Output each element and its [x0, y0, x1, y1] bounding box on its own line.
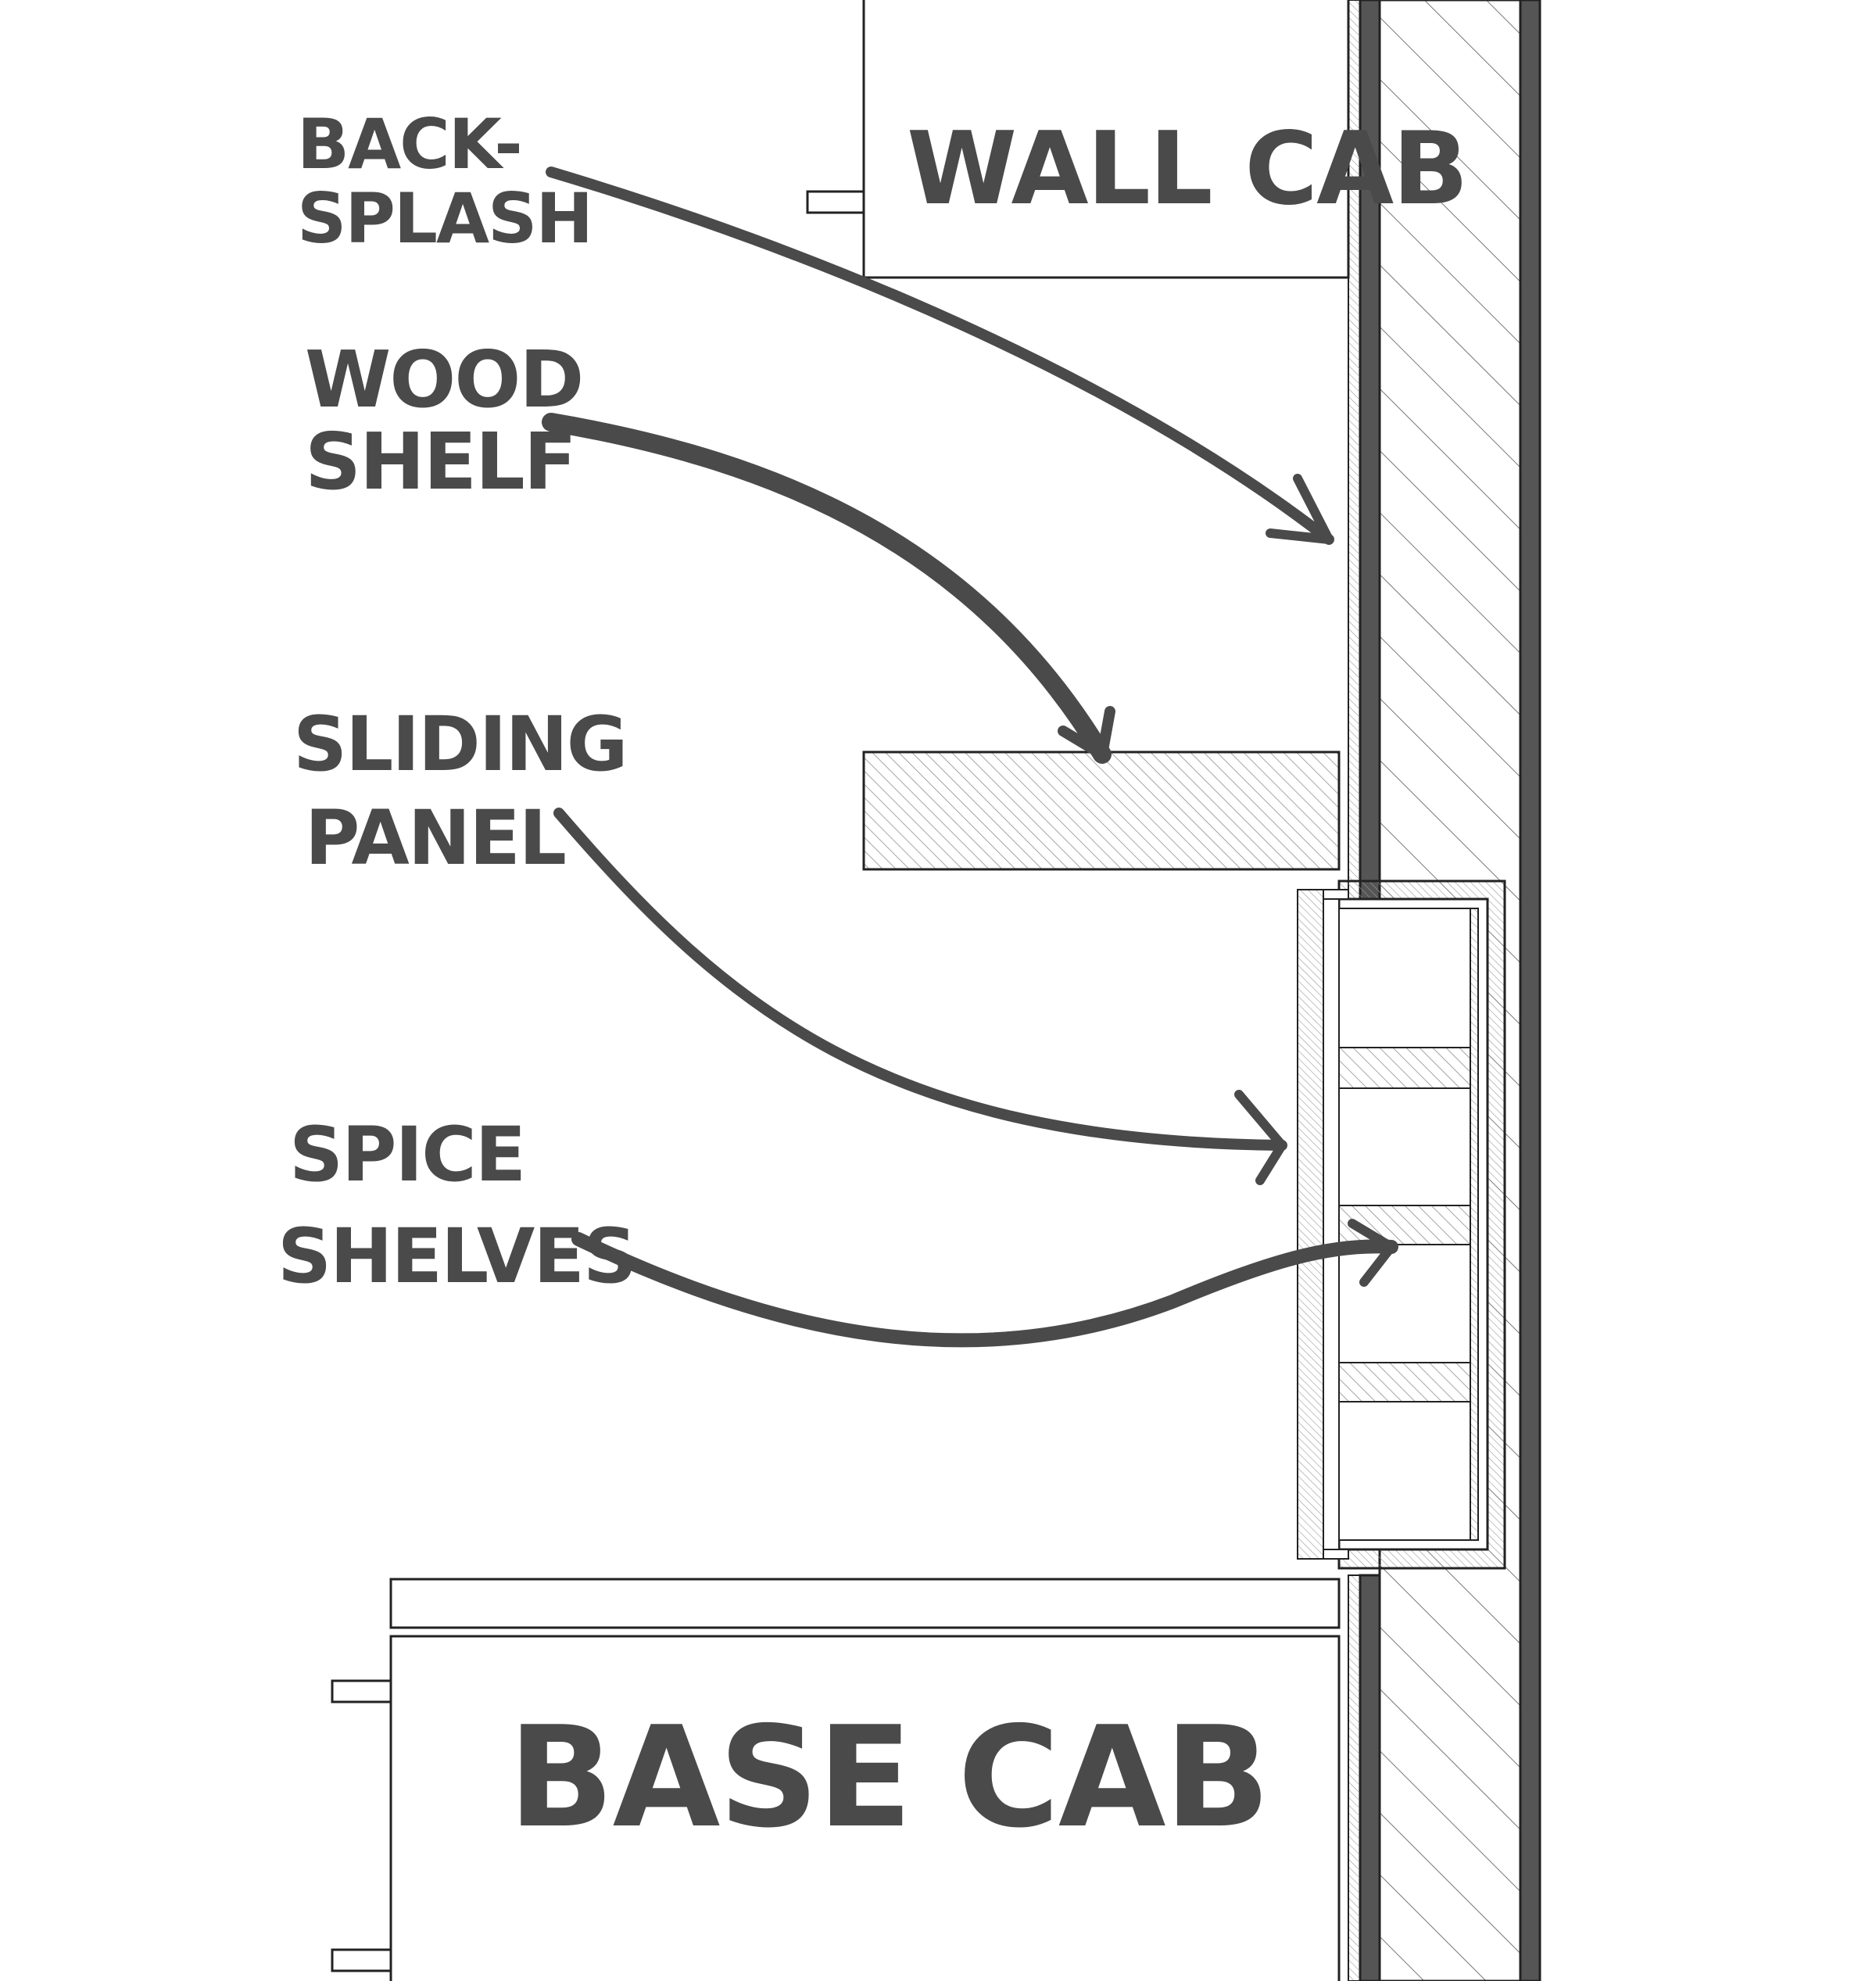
spice-shelves-arrowhead [1348, 1219, 1396, 1287]
panel-track-bottom [1323, 1549, 1349, 1560]
panel-track-top [1323, 889, 1349, 900]
label-spice-shelves-line1: SPICE [289, 1111, 524, 1198]
label-wood-shelf-line1: WOOD [305, 334, 582, 425]
base-cabinet [331, 1578, 1341, 1981]
wall-drywall-left-lower [1359, 1574, 1381, 1981]
label-wall-cab: WALL CAB [907, 111, 1467, 227]
wood-shelf [862, 750, 1341, 871]
label-backsplash-line1: BACK- [297, 104, 521, 184]
annotation-labels: BACK- SPLASH WOOD SHELF SLIDING PANEL SP… [277, 104, 1469, 1858]
backsplash-arrowhead [1266, 474, 1334, 544]
sliding-panel-arrowhead [1234, 1090, 1287, 1185]
wall-cabinet-box [862, 0, 1350, 279]
spice-shelf-1 [1338, 1047, 1471, 1089]
backsplash-lower [1348, 1574, 1361, 1981]
wood-shelf-leader-arrow [542, 413, 1112, 764]
spice-shelf-3 [1338, 1362, 1471, 1402]
base-cabinet-box [389, 1635, 1341, 1981]
backsplash-leader-arrow [546, 167, 1334, 545]
sliding-panel-gap [1323, 890, 1340, 1558]
leader-arrows [542, 167, 1398, 1348]
label-spice-shelves-line2: SHELVES [277, 1213, 635, 1300]
label-wood-shelf-line2: SHELF [305, 416, 575, 507]
label-base-cab: BASE CAB [508, 1696, 1269, 1858]
wall-cabinet [806, 0, 1350, 279]
label-backsplash-line2: SPLASH [297, 178, 592, 259]
spice-shelves-leader-arrow [571, 1232, 1398, 1348]
wood-shelf-arrowhead [1058, 706, 1115, 760]
wall-cabinet-handle [806, 190, 865, 214]
sliding-panel-leader-arrow [553, 808, 1287, 1151]
countertop [389, 1578, 1341, 1629]
label-sliding-panel-line2: PANEL [305, 794, 565, 882]
sliding-panel [1297, 889, 1324, 1560]
wall-drywall-right [1519, 0, 1541, 1981]
base-cabinet-handle-upper [331, 1679, 392, 1703]
base-cabinet-handle-lower [331, 1948, 392, 1972]
label-sliding-panel-line1: SLIDING [293, 700, 627, 788]
spice-niche [1297, 879, 1506, 1570]
